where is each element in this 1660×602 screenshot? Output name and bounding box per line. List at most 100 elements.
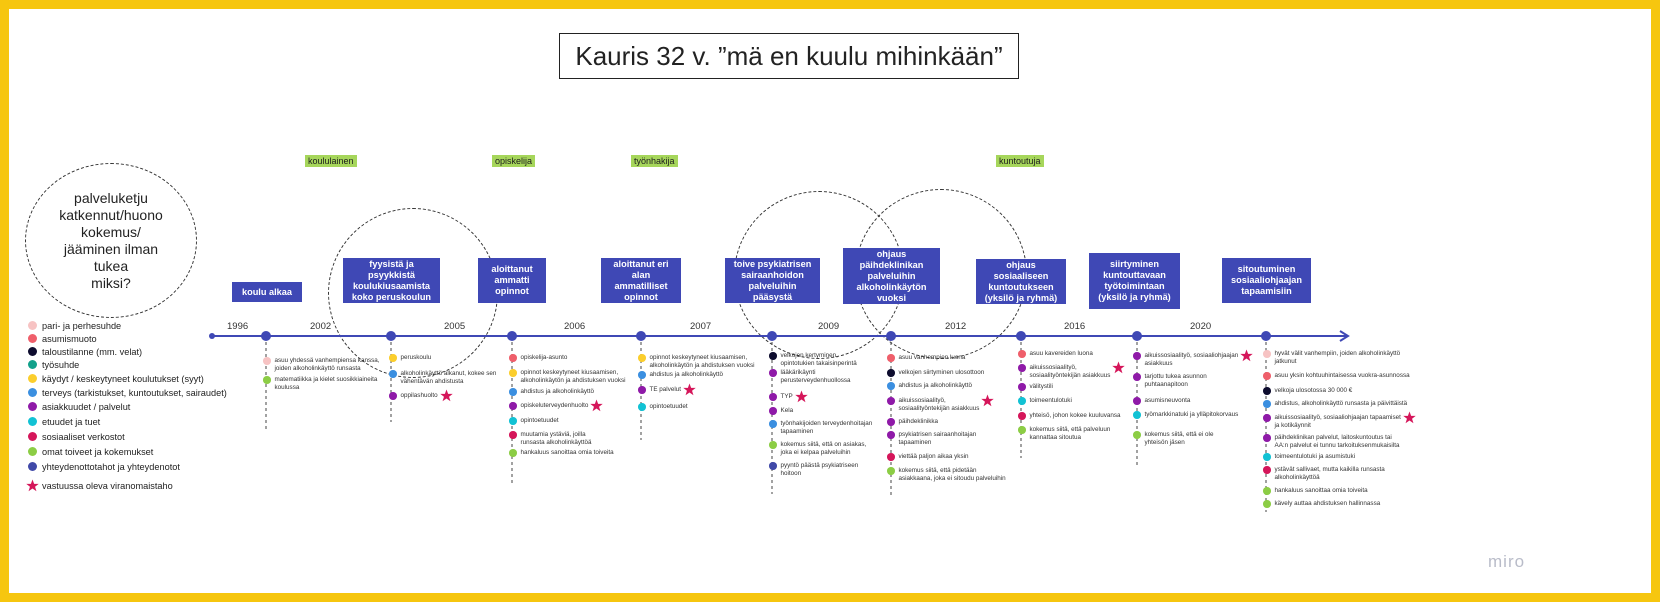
note-item: asuu yhdessä vanhempiensa kanssa, joiden… — [263, 357, 380, 372]
note-item: aikuissosiaalityö, sosiaaliohjaajan tapa… — [1263, 411, 1416, 429]
note-item: välitystili — [1018, 383, 1053, 391]
legend-item: yhteydenottotahot ja yhteydenotot — [28, 460, 180, 473]
note-dot-icon — [1263, 487, 1271, 495]
note-text: pyyntö päästä psykiatriseen hoitoon — [780, 462, 859, 477]
event-node — [386, 331, 396, 341]
legend-item: asiakkuudet / palvelut — [28, 400, 130, 413]
legend-label: taloustilanne (mm. velat) — [42, 346, 143, 357]
event-box: koulu alkaa — [232, 282, 302, 302]
note-dot-icon — [887, 431, 895, 439]
note-item: aikuissosiaalityö, sosiaalityöntekijän a… — [1018, 361, 1126, 379]
note-item: ahdistus ja alkoholinkäyttö — [887, 382, 972, 390]
star-icon — [1112, 361, 1126, 374]
note-text: ahdistus, alkoholinkäyttö runsasta ja pä… — [1274, 400, 1408, 407]
note-dot-icon — [769, 407, 777, 415]
note-dot-icon — [638, 403, 646, 411]
note-item: asumisneuvonta — [1133, 397, 1190, 405]
note-item: opintoetuudet — [638, 403, 688, 411]
note-text: matematiikka ja kielet suosikkiaineita k… — [274, 376, 378, 391]
note-dot-icon — [389, 392, 397, 400]
legend-label: työsuhde — [42, 359, 80, 370]
role-tag-kuntoutuja: kuntoutuja — [996, 155, 1044, 167]
year-label: 2020 — [1190, 321, 1212, 332]
note-item: kokemus siitä, että on asiakas, joka ei … — [769, 441, 866, 456]
note-item: peruskoulu — [389, 354, 431, 362]
note-dot-icon — [769, 369, 777, 377]
year-label: 2007 — [690, 321, 712, 332]
note-dot-icon — [389, 354, 397, 362]
legend-label: etuudet ja tuet — [42, 416, 101, 427]
note-item: viettää paljon aikaa yksin — [887, 453, 969, 461]
note-text: työmarkkinatuki ja ylläpitokorvaus — [1144, 411, 1239, 418]
event-node — [636, 331, 646, 341]
note-text: peruskoulu — [400, 354, 432, 361]
star-icon — [1403, 411, 1416, 424]
note-dot-icon — [769, 352, 777, 360]
event-node — [886, 331, 896, 341]
note-item: asuu yksin kohtuuhintaisessa vuokra-asun… — [1263, 372, 1410, 380]
legend-dot-icon — [28, 360, 37, 369]
note-dot-icon — [887, 369, 895, 377]
note-item: yhteisö, johon kokee kuuluvansa — [1018, 412, 1121, 420]
event-box: sitoutuminen sosiaaliohjaajan tapaamisii… — [1222, 258, 1311, 303]
note-text: toimeentulotuki — [1029, 397, 1072, 404]
note-item: velkoja ulosotossa 30 000 € — [1263, 387, 1352, 395]
note-dot-icon — [1263, 500, 1271, 508]
note-dot-icon — [1018, 350, 1026, 358]
event-box: ohjaus päihdeklinikan palveluihin alkoho… — [843, 248, 940, 304]
note-item: kävely auttaa ahdistuksen hallinnassa — [1263, 500, 1380, 508]
star-icon — [683, 383, 696, 396]
note-item: ystävät sallivaet, mutta kaikilla runsas… — [1263, 466, 1385, 481]
note-item: hyvät välit vanhempiin, joiden alkoholin… — [1263, 350, 1400, 365]
legend-item: asumismuoto — [28, 332, 97, 345]
note-item: työnhakijoiden terveydenhoitajan tapaami… — [769, 420, 872, 435]
note-dot-icon — [887, 397, 895, 405]
note-item: työmarkkinatuki ja ylläpitokorvaus — [1133, 411, 1238, 419]
note-text: ahdistus ja alkoholinkäyttö — [898, 382, 973, 389]
legend-label: sosiaaliset verkostot — [42, 431, 125, 442]
legend-label: asiakkuudet / palvelut — [42, 401, 131, 412]
event-box: fyysistä ja psyykkistä koulukiusaamista … — [343, 258, 440, 303]
question-bubble: palveluketju katkennut/huono kokemus/ jä… — [25, 163, 197, 318]
note-item: velkojen siirtyminen ulosottoon — [887, 369, 984, 377]
legend-label: terveys (tarkistukset, kuntoutukset, sai… — [42, 387, 227, 398]
note-text: kokemus siitä, että pidetään asiakkaana,… — [898, 467, 1006, 482]
note-text: oppilashuolto — [400, 392, 438, 399]
note-text: aikuissosiaalityö, sosiaalityöntekijän a… — [1029, 364, 1111, 379]
timeline-start-dot — [209, 333, 215, 339]
note-text: velkojen kertyminen, opintotukien takais… — [780, 352, 857, 367]
note-text: asuu yhdessä vanhempiensa kanssa, joiden… — [274, 357, 380, 372]
note-item: muutamia ystäviä, joilla runsasta alkoho… — [509, 431, 592, 446]
note-dot-icon — [769, 393, 777, 401]
note-item: velkojen kertyminen, opintotukien takais… — [769, 352, 857, 367]
legend-dot-icon — [28, 321, 37, 330]
event-node — [1261, 331, 1271, 341]
legend-label: vastuussa oleva viranomaistaho — [42, 480, 173, 491]
note-text: TYP — [780, 393, 793, 400]
note-item: matematiikka ja kielet suosikkiaineita k… — [263, 376, 377, 391]
event-node — [261, 331, 271, 341]
note-item: asuu vanhempien luona — [887, 354, 965, 362]
note-text: työnhakijoiden terveydenhoitajan tapaami… — [780, 420, 873, 435]
legend-item: omat toiveet ja kokemukset — [28, 445, 153, 458]
note-text: ahdistus ja alkoholinkäyttö — [520, 388, 595, 395]
note-item: aikuissosiaalityö, sosiaalityöntekijän a… — [887, 394, 995, 412]
legend-item: taloustilanne (mm. velat) — [28, 345, 142, 358]
diagram-title: Kauris 32 v. ”mä en kuulu mihinkään” — [559, 33, 1019, 79]
timeline-arrow-icon — [1339, 330, 1350, 342]
note-item: ahdistus ja alkoholinkäyttö — [509, 388, 594, 396]
note-dot-icon — [1018, 426, 1026, 434]
event-node — [767, 331, 777, 341]
star-icon — [981, 394, 995, 407]
note-item: tarjottu tukea asunnon puhtaanapitoon — [1133, 373, 1207, 388]
year-label: 2012 — [945, 321, 967, 332]
note-text: välitystili — [1029, 383, 1053, 390]
note-dot-icon — [1263, 453, 1271, 461]
note-item: TYP — [769, 390, 808, 403]
year-label: 2009 — [818, 321, 840, 332]
note-dot-icon — [1263, 400, 1271, 408]
note-dot-icon — [638, 371, 646, 379]
year-label: 2005 — [444, 321, 466, 332]
legend-item: terveys (tarkistukset, kuntoutukset, sai… — [28, 386, 227, 399]
note-item: kokemus siitä, että palveluun kannattaa … — [1018, 426, 1110, 441]
